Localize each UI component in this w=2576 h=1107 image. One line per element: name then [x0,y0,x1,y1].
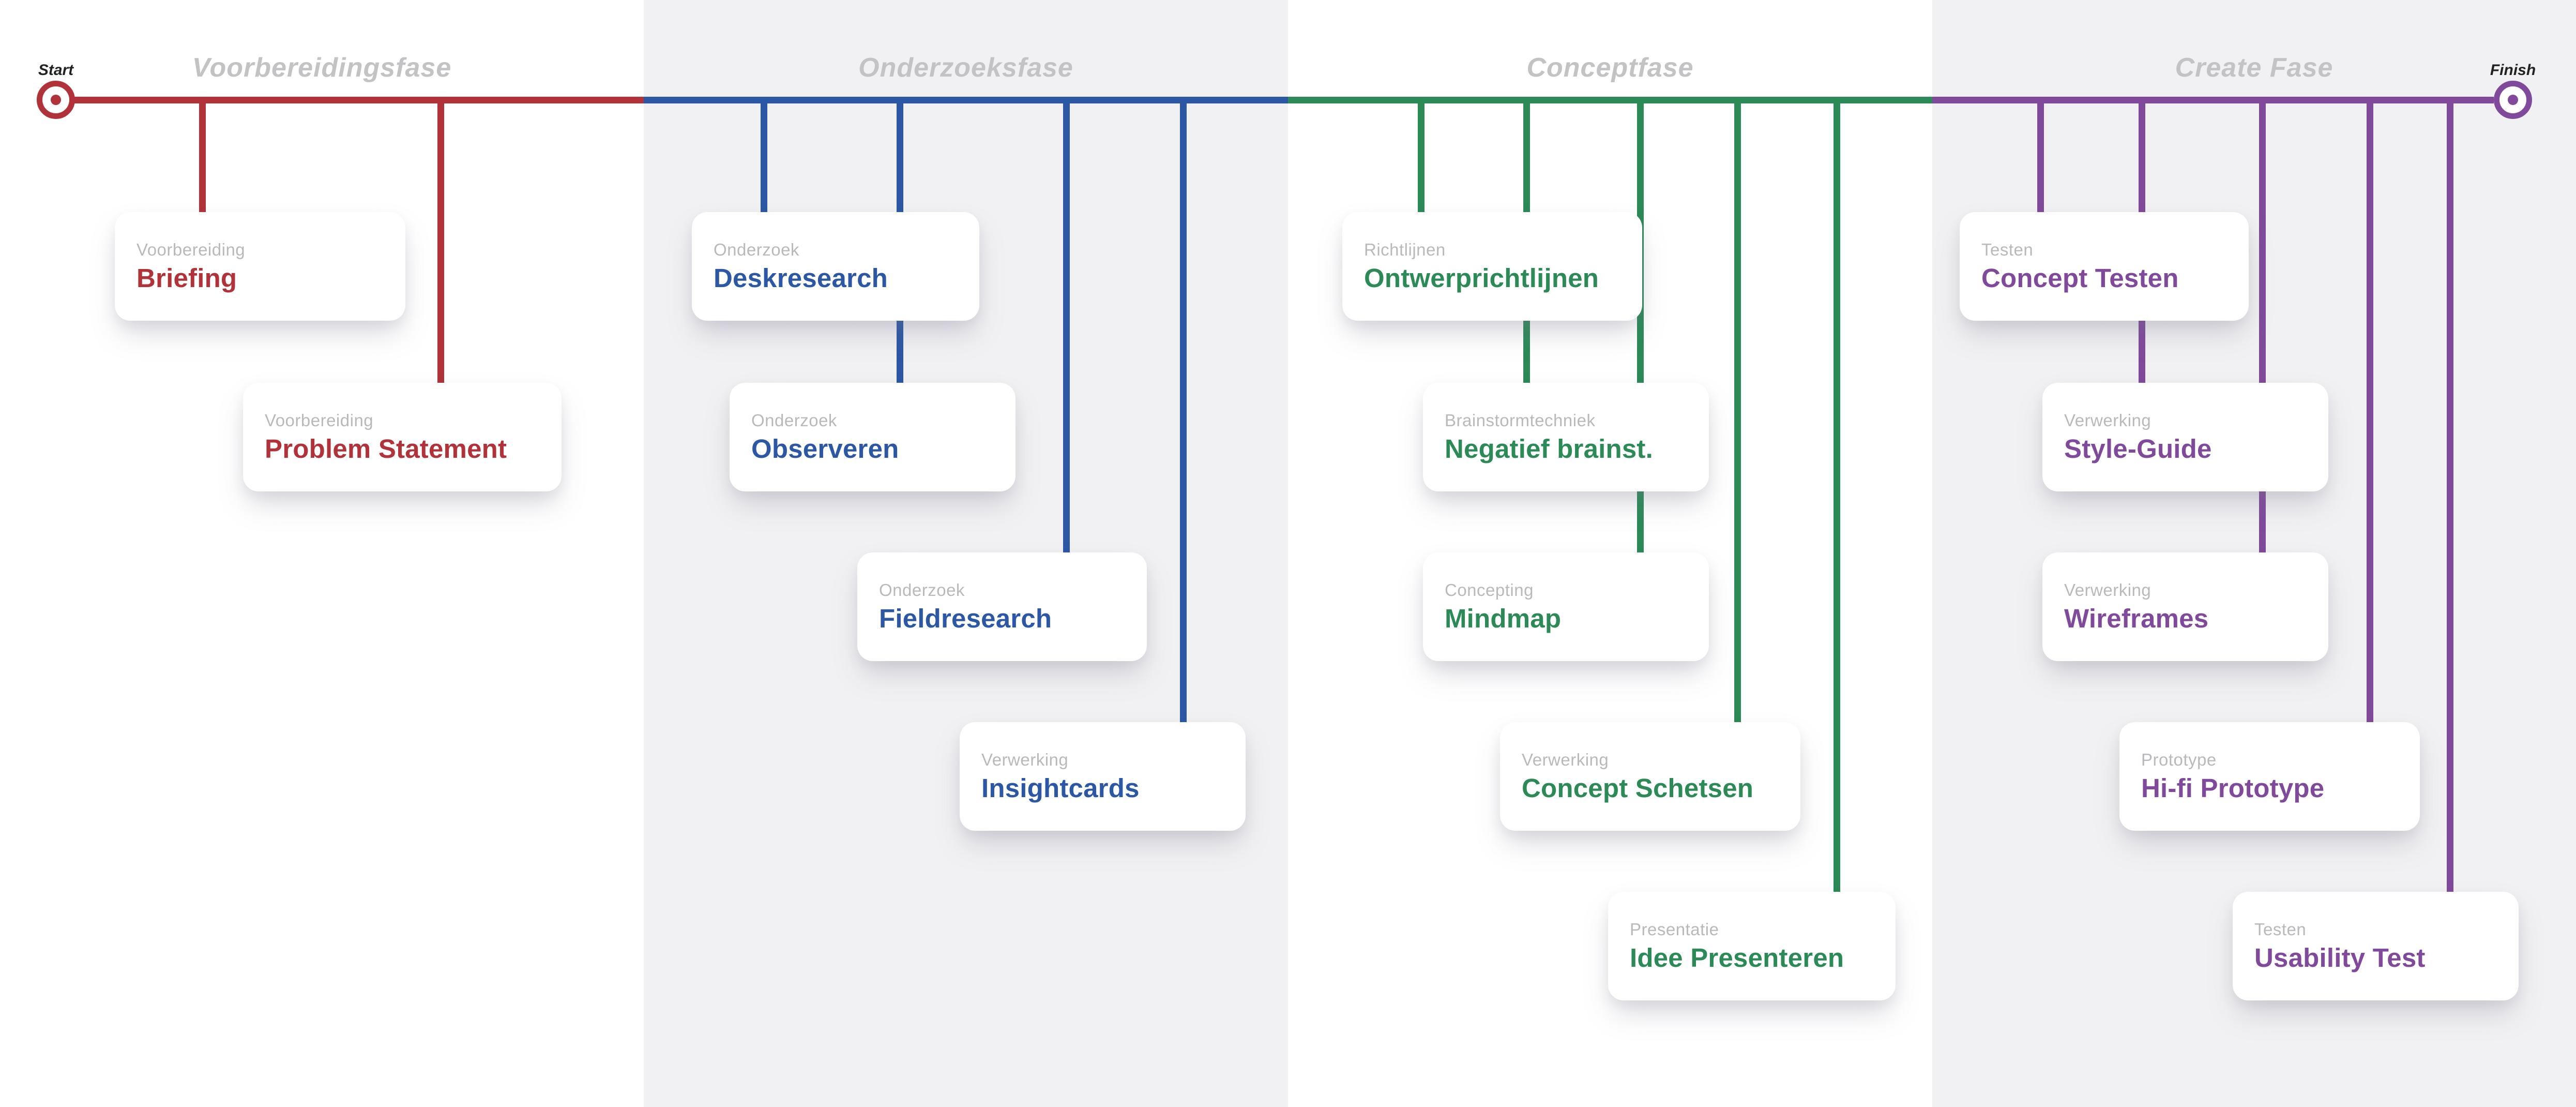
connector-line [761,97,767,216]
card-category: Concepting [1445,580,1534,600]
finish-marker-dot [2508,95,2518,105]
card-category: Prototype [2141,750,2217,769]
phase-title-onderzoeksfase: Onderzoeksfase [858,53,1073,83]
connector-line [2037,97,2044,216]
card-title: Fieldresearch [879,603,1052,633]
timeline-segment-onderzoeksfase [644,97,1288,103]
card-title: Deskresearch [714,263,888,293]
connector-line [1833,97,1840,896]
section-voorbereidingsfase [0,0,644,1107]
card-observeren: Onderzoek Observeren [730,383,1016,491]
card-category: Onderzoek [879,580,965,600]
card-mindmap: Concepting Mindmap [1423,552,1709,661]
card-idee-presenteren: Presentatie Idee Presenteren [1608,892,1896,1000]
card-category: Verwerking [981,750,1069,769]
card-title: Style-Guide [2064,433,2212,463]
finish-marker-icon [2494,81,2532,119]
card-title: Usability Test [2254,943,2426,973]
card-category: Voorbereiding [265,410,374,430]
card-title: Negatief brainst. [1445,433,1653,463]
card-title: Concept Schetsen [1522,773,1754,803]
phase-title-create-fase: Create Fase [2175,53,2333,83]
card-title: Briefing [137,263,237,293]
card-category: Testen [1981,240,2034,259]
card-category: Testen [2254,919,2307,939]
card-category: Verwerking [1522,750,1609,769]
card-category: Onderzoek [714,240,799,259]
connector-line [437,97,444,387]
card-title: Observeren [751,433,899,463]
card-insightcards: Verwerking Insightcards [960,722,1246,831]
card-ontwerprichtlijnen: Richtlijnen Ontwerprichtlijnen [1342,212,1642,321]
connector-line [1180,97,1187,726]
connector-line [2447,97,2453,896]
card-title: Idee Presenteren [1630,943,1844,973]
timeline-segment-voorbereidingsfase [74,97,644,103]
card-category: Brainstormtechniek [1445,410,1596,430]
card-hifi-prototype: Prototype Hi-fi Prototype [2119,722,2420,831]
start-label: Start [38,62,74,79]
start-marker-dot [51,95,61,105]
start-marker-icon [37,81,75,119]
card-category: Voorbereiding [137,240,246,259]
card-title: Problem Statement [265,433,507,463]
card-category: Presentatie [1630,919,1719,939]
card-negatief-brainstorm: Brainstormtechniek Negatief brainst. [1423,383,1709,491]
card-concept-testen: Testen Concept Testen [1960,212,2249,321]
timeline-segment-create-fase [1932,97,2494,103]
card-title: Wireframes [2064,603,2209,633]
card-usability-test: Testen Usability Test [2233,892,2519,1000]
card-style-guide: Verwerking Style-Guide [2042,383,2328,491]
connector-line [1734,97,1741,726]
card-concept-schetsen: Verwerking Concept Schetsen [1500,722,1800,831]
card-wireframes: Verwerking Wireframes [2042,552,2328,661]
finish-label: Finish [2490,62,2536,79]
card-fieldresearch: Onderzoek Fieldresearch [857,552,1147,661]
connector-line [1418,97,1425,216]
connector-line [1063,97,1070,557]
card-title: Mindmap [1445,603,1562,633]
connector-line [199,97,206,216]
phase-title-voorbereidingsfase: Voorbereidingsfase [192,53,452,83]
card-title: Insightcards [981,773,1140,803]
card-deskresearch: Onderzoek Deskresearch [692,212,979,321]
card-category: Onderzoek [751,410,837,430]
phase-title-conceptfase: Conceptfase [1526,53,1694,83]
card-briefing: Voorbereiding Briefing [115,212,405,321]
card-problem-statement: Voorbereiding Problem Statement [243,383,562,491]
card-title: Ontwerprichtlijnen [1364,263,1599,293]
card-category: Verwerking [2064,410,2151,430]
card-title: Concept Testen [1981,263,2179,293]
card-category: Verwerking [2064,580,2151,600]
connector-line [2367,97,2373,726]
card-title: Hi-fi Prototype [2141,773,2325,803]
timeline-segment-conceptfase [1288,97,1932,103]
card-category: Richtlijnen [1364,240,1446,259]
